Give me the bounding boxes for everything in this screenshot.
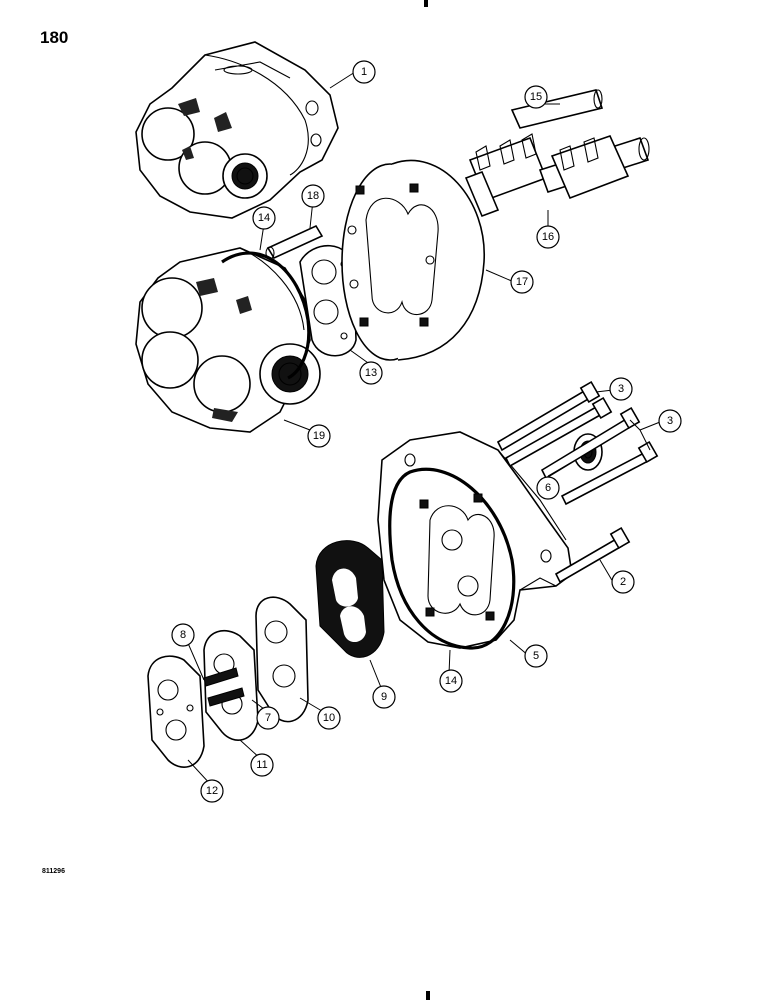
- registration-mark-top: [424, 0, 428, 7]
- callout-1: 1: [352, 60, 376, 84]
- front-housing-face-detail: [419, 493, 495, 621]
- svg-text:5: 5: [533, 650, 539, 662]
- svg-text:12: 12: [206, 785, 218, 797]
- callout-19: 19: [307, 424, 331, 448]
- callout-17: 17: [510, 270, 534, 294]
- part-19-housing: [135, 247, 321, 433]
- part-3-bolts: [496, 380, 659, 506]
- svg-text:15: 15: [530, 91, 542, 103]
- part-18-dowel-pin: [265, 224, 324, 260]
- callout-10: 10: [317, 706, 341, 730]
- svg-text:8: 8: [180, 629, 186, 641]
- part-10-gasket: [255, 596, 309, 723]
- part-7-springs: [203, 667, 245, 707]
- part-2-bolt: [554, 526, 631, 584]
- svg-text:9: 9: [381, 691, 387, 703]
- part-14-seal-ring-lower: [388, 467, 516, 650]
- callout-3-upper: 3: [609, 377, 633, 401]
- svg-text:6: 6: [545, 482, 551, 494]
- callout-11: 11: [250, 753, 274, 777]
- part-5-front-housing: [377, 431, 573, 649]
- callout-8: 8: [171, 623, 195, 647]
- registration-mark-bottom: [426, 991, 430, 1000]
- callout-18: 18: [301, 184, 325, 208]
- svg-text:3: 3: [618, 383, 624, 395]
- part-9-wear-plate: [315, 540, 385, 658]
- figure-code: 811296: [42, 868, 65, 875]
- svg-text:1: 1: [361, 66, 367, 78]
- part-1-pump-assembly: [135, 41, 339, 219]
- callout-13: 13: [359, 361, 383, 385]
- callout-14-upper: 14: [252, 206, 276, 230]
- part-16-driven-gear: [538, 135, 650, 200]
- callout-3-right: 3: [658, 409, 682, 433]
- svg-text:10: 10: [323, 712, 335, 724]
- svg-text:14: 14: [258, 212, 270, 224]
- callout-5: 5: [524, 644, 548, 668]
- part-17-gear-body: [341, 159, 485, 361]
- callout-12: 12: [200, 779, 224, 803]
- part-15-drive-gear: [464, 89, 604, 218]
- svg-text:18: 18: [307, 190, 319, 202]
- part-11-plate: [203, 629, 259, 741]
- callout-2: 2: [611, 570, 635, 594]
- svg-text:16: 16: [542, 231, 554, 243]
- callout-7: 7: [256, 706, 280, 730]
- callout-15: 15: [524, 85, 548, 109]
- svg-text:13: 13: [365, 367, 377, 379]
- svg-text:11: 11: [256, 759, 267, 771]
- callout-16: 16: [536, 225, 560, 249]
- svg-text:2: 2: [620, 576, 626, 588]
- svg-text:17: 17: [516, 276, 528, 288]
- svg-text:14: 14: [445, 675, 457, 687]
- svg-text:3: 3: [667, 415, 673, 427]
- page-number: 180: [40, 28, 69, 47]
- svg-text:7: 7: [265, 712, 271, 724]
- part-14-seal-ring-upper: [221, 251, 311, 380]
- callout-6: 6: [536, 476, 560, 500]
- svg-text:19: 19: [313, 430, 325, 442]
- callout-9: 9: [372, 685, 396, 709]
- part-12-plate: [147, 655, 205, 768]
- callout-14-lower: 14: [439, 669, 463, 693]
